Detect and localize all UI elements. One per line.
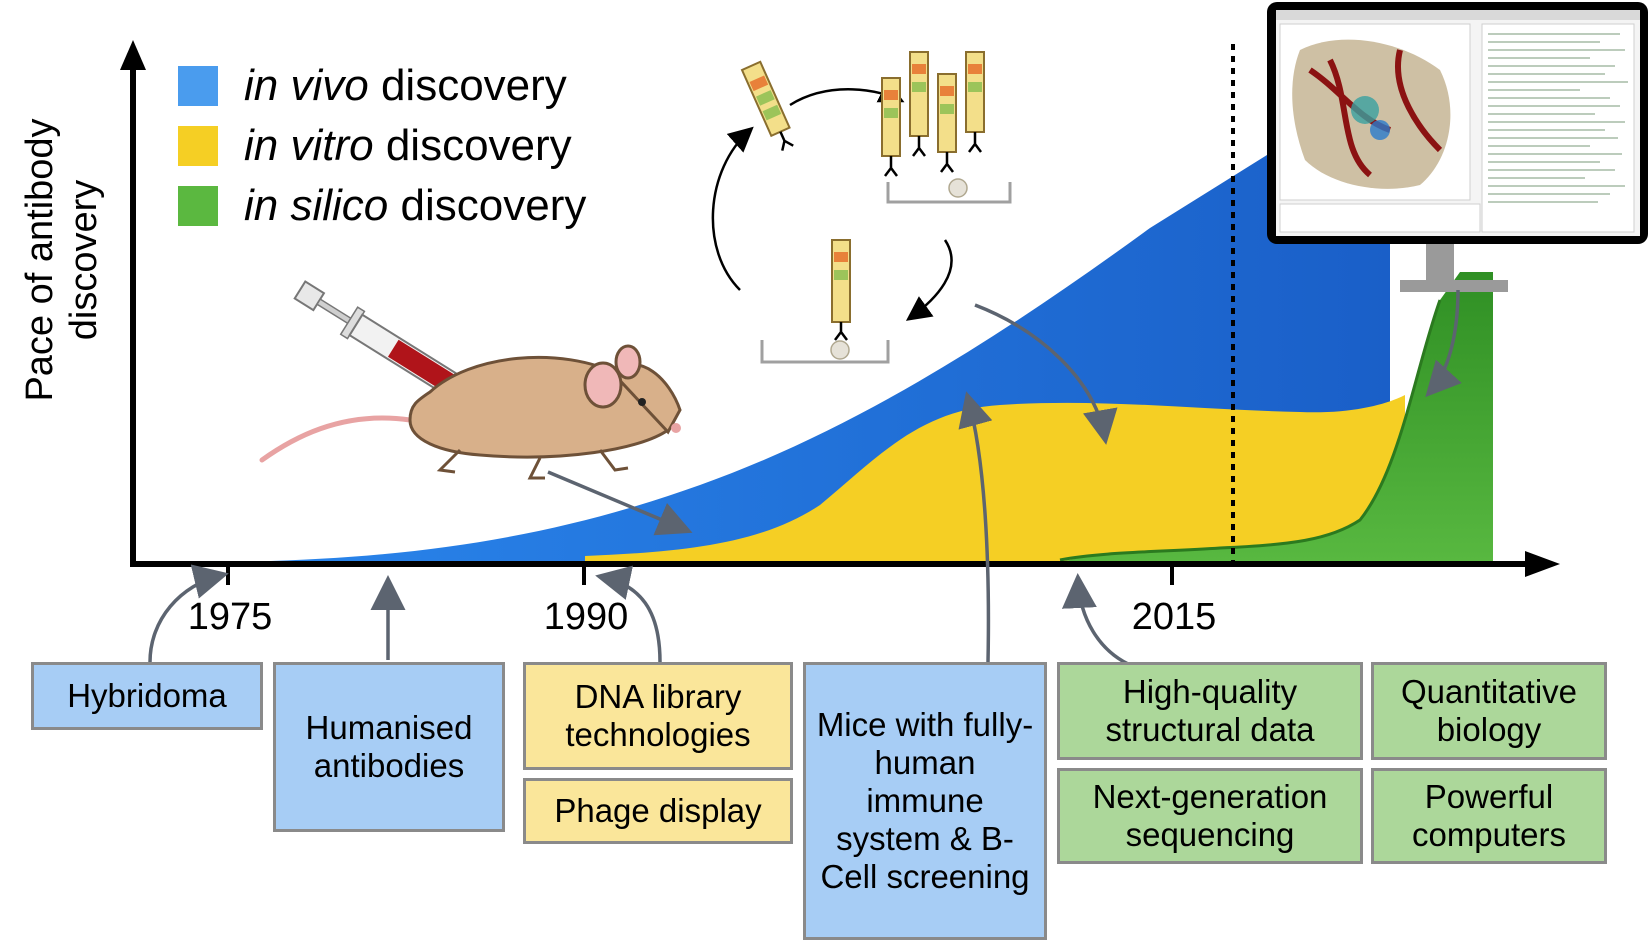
- y-axis-label: Pace of antibody discovery: [19, 118, 105, 402]
- box-ngs: Next-generation sequencing: [1057, 768, 1363, 864]
- box-structural-data: High-quality structural data: [1057, 662, 1363, 760]
- legend-swatch-in-vivo: [178, 66, 218, 106]
- in-silico-area: [1060, 272, 1493, 562]
- arrow-mice: [958, 391, 993, 663]
- box-phage-display: Phage display: [523, 778, 793, 844]
- year-1990: 1990: [543, 596, 629, 638]
- in-vitro-cycle-icon: [711, 51, 1012, 364]
- box-dna-library: DNA library technologies: [523, 662, 793, 770]
- arrow-mouse-to-vivo: [547, 470, 693, 536]
- arrow-dna: [595, 565, 662, 663]
- legend-swatch-in-vitro: [178, 126, 218, 166]
- legend-item-in-silico: in silico discovery: [178, 176, 586, 236]
- box-powerful-computers: Powerful computers: [1371, 768, 1607, 864]
- legend-in-silico-rest: discovery: [388, 181, 587, 230]
- legend-in-vitro-italic: in vitro: [244, 121, 374, 170]
- legend-in-silico-italic: in silico: [244, 181, 389, 230]
- legend-swatch-in-silico: [178, 186, 218, 226]
- mouse-icon: [259, 344, 682, 480]
- legend-in-vivo-italic: in vivo: [244, 61, 369, 110]
- arrow-structural: [1061, 573, 1129, 666]
- in-vitro-area: [585, 395, 1405, 562]
- arrow-cycle-to-vitro: [974, 303, 1118, 445]
- arrow-hybridoma: [148, 564, 229, 663]
- legend-item-in-vivo: in vivo discovery: [178, 56, 586, 116]
- year-1975: 1975: [187, 596, 273, 638]
- box-quantitative-biology: Quantitative biology: [1371, 662, 1607, 760]
- box-humanised: Humanised antibodies: [273, 662, 505, 832]
- box-hybridoma: Hybridoma: [31, 662, 263, 730]
- legend-item-in-vitro: in vitro discovery: [178, 116, 586, 176]
- y-axis-arrowhead: [120, 40, 146, 70]
- legend-in-vitro-rest: discovery: [373, 121, 572, 170]
- legend-in-vivo-rest: discovery: [368, 61, 567, 110]
- x-axis-arrowhead: [1525, 551, 1560, 577]
- year-2015: 2015: [1131, 596, 1217, 638]
- in-silico-outline: [1059, 299, 1442, 562]
- arrow-monitor-to-silico: [1425, 289, 1462, 398]
- box-mice-human-immune: Mice with fully-human immune system & B-…: [803, 662, 1047, 940]
- legend: in vivo discovery in vitro discovery in …: [178, 56, 586, 236]
- computer-monitor-icon: [1267, 2, 1648, 292]
